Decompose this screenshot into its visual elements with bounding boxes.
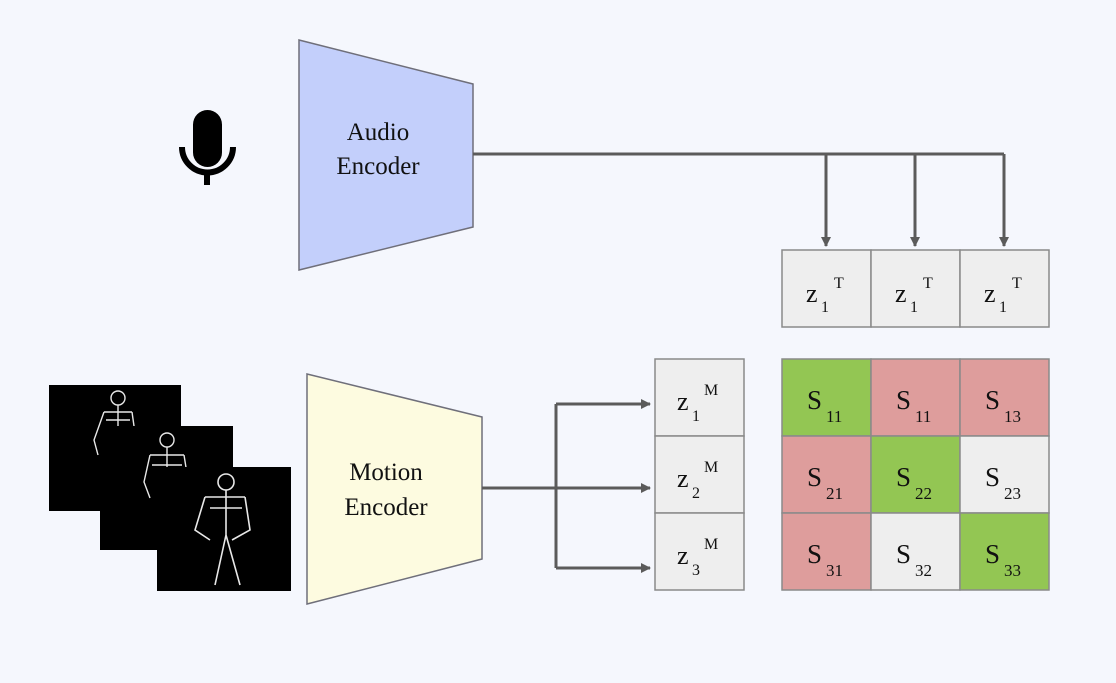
embedding-subscript: 3 bbox=[692, 562, 700, 579]
similarity-base: S bbox=[985, 539, 1000, 569]
similarity-subscript: 31 bbox=[826, 561, 843, 580]
similarity-subscript: 11 bbox=[915, 407, 931, 426]
embedding-subscript: 1 bbox=[999, 299, 1007, 316]
motion-embedding-cell: z2M bbox=[654, 435, 745, 514]
similarity-cell: S11 bbox=[870, 358, 961, 437]
embedding-base: z bbox=[677, 387, 689, 416]
embedding-superscript: T bbox=[1012, 275, 1022, 292]
similarity-subscript: 22 bbox=[915, 484, 932, 503]
embedding-subscript: 1 bbox=[821, 299, 829, 316]
similarity-cell: S31 bbox=[781, 512, 872, 591]
similarity-subscript: 23 bbox=[1004, 484, 1021, 503]
similarity-base: S bbox=[985, 385, 1000, 415]
embedding-base: z bbox=[806, 279, 818, 308]
embedding-superscript: M bbox=[704, 382, 718, 399]
embedding-subscript: 1 bbox=[910, 299, 918, 316]
audio-encoder: Audio Encoder bbox=[298, 39, 474, 271]
similarity-base: S bbox=[896, 462, 911, 492]
similarity-base: S bbox=[896, 539, 911, 569]
similarity-base: S bbox=[985, 462, 1000, 492]
similarity-base: S bbox=[807, 385, 822, 415]
embedding-superscript: T bbox=[923, 275, 933, 292]
embedding-base: z bbox=[895, 279, 907, 308]
skeleton-frame bbox=[157, 467, 291, 591]
microphone-icon bbox=[179, 110, 236, 185]
motion-encoder-label-line2: Encoder bbox=[344, 494, 428, 521]
embedding-base: z bbox=[677, 464, 689, 493]
similarity-cell: S32 bbox=[870, 512, 961, 591]
embedding-base: z bbox=[677, 541, 689, 570]
similarity-subscript: 21 bbox=[826, 484, 843, 503]
similarity-base: S bbox=[896, 385, 911, 415]
similarity-subscript: 33 bbox=[1004, 561, 1021, 580]
embedding-subscript: 2 bbox=[692, 485, 700, 502]
similarity-base: S bbox=[807, 539, 822, 569]
similarity-cell: S21 bbox=[781, 435, 872, 514]
similarity-cell: S33 bbox=[959, 512, 1050, 591]
similarity-subscript: 32 bbox=[915, 561, 932, 580]
audio-encoder-label-line2: Encoder bbox=[336, 153, 420, 180]
motion-connectors bbox=[482, 399, 651, 573]
embedding-base: z bbox=[984, 279, 996, 308]
motion-encoder: Motion Encoder bbox=[306, 373, 483, 605]
similarity-base: S bbox=[807, 462, 822, 492]
embedding-superscript: T bbox=[834, 275, 844, 292]
motion-embedding-cell: z3M bbox=[654, 512, 745, 591]
similarity-cell: S11 bbox=[781, 358, 872, 437]
audio-connectors bbox=[473, 152, 1009, 247]
motion-frames bbox=[49, 385, 291, 591]
similarity-subscript: 13 bbox=[1004, 407, 1021, 426]
similarity-subscript: 11 bbox=[826, 407, 842, 426]
similarity-cell: S13 bbox=[959, 358, 1050, 437]
similarity-cell: S23 bbox=[959, 435, 1050, 514]
motion-embedding-cell: z1M bbox=[654, 358, 745, 437]
motion-encoder-label-line1: Motion bbox=[349, 459, 423, 486]
embedding-superscript: M bbox=[704, 459, 718, 476]
embedding-superscript: M bbox=[704, 536, 718, 553]
audio-encoder-label-line1: Audio bbox=[347, 119, 410, 146]
embedding-subscript: 1 bbox=[692, 408, 700, 425]
similarity-cell: S22 bbox=[870, 435, 961, 514]
